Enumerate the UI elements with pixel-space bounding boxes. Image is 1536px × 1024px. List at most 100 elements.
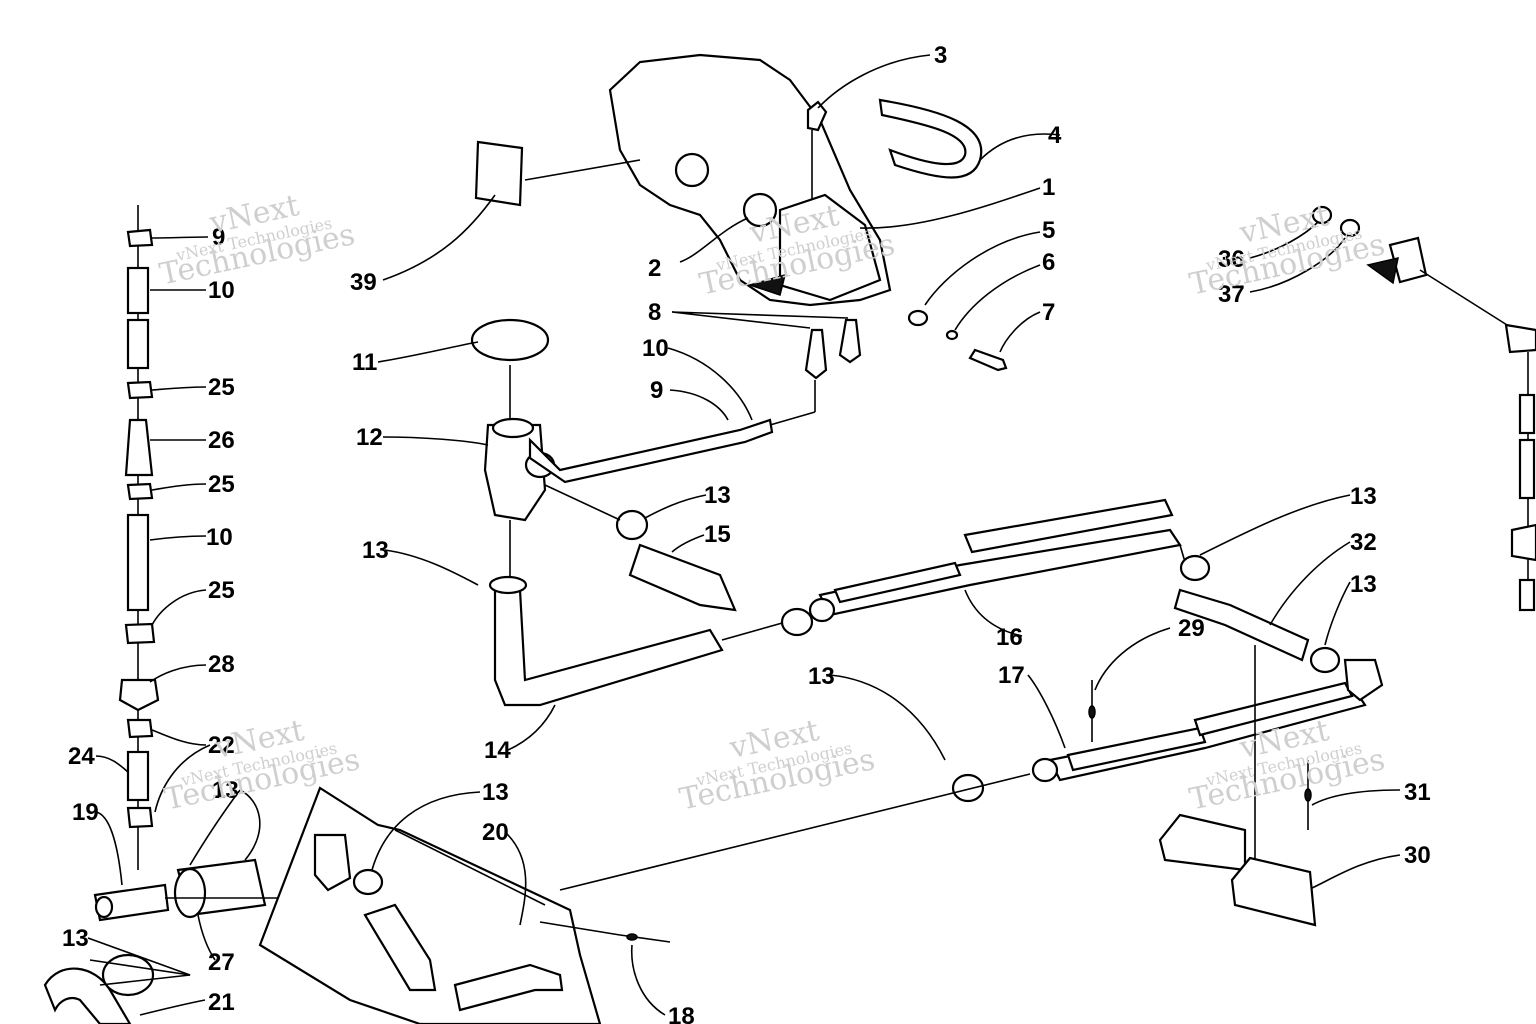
callout-37: 37 [1218, 281, 1245, 308]
callout-21: 21 [208, 989, 235, 1016]
callout-13-a: 13 [704, 482, 731, 509]
hose-21 [43, 967, 132, 1024]
callout-1: 1 [1042, 174, 1055, 201]
hose-20a [313, 833, 352, 892]
engine-port-2 [742, 192, 778, 228]
coupler-hose-15 [628, 543, 737, 612]
callout-2: 2 [648, 255, 661, 282]
clamp-9 [126, 228, 154, 248]
valve-26 [124, 418, 154, 477]
hose-clamp-17 [951, 773, 985, 803]
callout-13-b: 13 [362, 537, 389, 564]
callout-19: 19 [72, 799, 99, 826]
clamp-25c [124, 622, 156, 645]
callout-22: 22 [208, 732, 235, 759]
coupler-hose-32 [1173, 588, 1310, 662]
engine-port-1 [674, 152, 710, 188]
callout-27: 27 [208, 949, 235, 976]
watermark-top-left: vNext Technologies vNext Technologies [156, 188, 357, 293]
elbow-hose-14 [493, 588, 724, 707]
hose-clamp-32a [1179, 554, 1211, 582]
bypass-u-hose [878, 98, 983, 179]
callout-32: 32 [1350, 529, 1377, 556]
side-hose-a [1518, 393, 1536, 435]
mount-bracket-30b [1230, 856, 1317, 927]
callout-labels: 3 4 1 5 6 7 2 8 10 9 39 11 12 13 15 13 1… [62, 42, 1431, 1024]
watermark-mid-right: vNext Technologies vNext Technologies [1186, 713, 1387, 818]
gasket [474, 140, 524, 207]
mount-bracket-30a [1158, 813, 1247, 872]
callout-16: 16 [996, 624, 1023, 651]
hose-clamp-32b [1309, 646, 1341, 674]
side-hose-c [1518, 578, 1536, 612]
callout-4: 4 [1048, 122, 1062, 149]
callout-13-c: 13 [808, 663, 835, 690]
callout-12: 12 [356, 424, 383, 451]
hose-clamp-15 [615, 509, 649, 541]
callout-13-g: 13 [482, 779, 509, 806]
callout-25-c: 25 [208, 577, 235, 604]
hose-clamp-16 [780, 607, 814, 637]
side-valve [1510, 523, 1536, 562]
nut-36 [1311, 205, 1333, 225]
callout-7: 7 [1042, 299, 1055, 326]
washer-6 [945, 329, 959, 341]
callout-18: 18 [668, 1003, 695, 1024]
overflow-hose [528, 418, 774, 484]
washer-5 [907, 309, 929, 327]
callout-5: 5 [1042, 217, 1055, 244]
hose-clamp-27 [173, 867, 207, 919]
clamp-25a [126, 380, 154, 400]
housing-arrow [747, 273, 787, 296]
callout-26: 26 [208, 427, 235, 454]
heat-exchanger-16-inlet [808, 597, 836, 623]
callout-9-top: 9 [650, 377, 663, 404]
hose-20b [363, 903, 437, 992]
hose-fitting-a [804, 328, 828, 380]
parts [43, 53, 1536, 1024]
hose-clamp-14 [488, 575, 528, 595]
callout-36: 36 [1218, 246, 1245, 273]
hose-10a [126, 266, 150, 315]
elbow-hose-32 [1343, 658, 1384, 702]
watermark-mid-center: vNext Technologies vNext Technologies [676, 713, 877, 818]
callout-10-top: 10 [642, 335, 669, 362]
fitting-28 [118, 678, 160, 712]
heat-exchanger-17-inlet [1031, 757, 1059, 783]
side-arrow [1366, 257, 1399, 285]
callout-25-b: 25 [208, 471, 235, 498]
callout-8: 8 [648, 299, 661, 326]
callout-9-left: 9 [212, 224, 225, 251]
hose-10b [126, 318, 150, 370]
callout-13-h: 13 [62, 925, 89, 952]
hose-20c [453, 963, 564, 1012]
callout-30: 30 [1404, 842, 1431, 869]
side-bracket [1388, 236, 1428, 284]
hose-clamp-21 [101, 953, 155, 997]
callout-24: 24 [68, 743, 95, 770]
callout-20: 20 [482, 819, 509, 846]
clamp-24 [126, 806, 154, 829]
callout-15: 15 [704, 521, 731, 548]
callout-28: 28 [208, 651, 235, 678]
clamp-22 [126, 718, 154, 739]
watermark-top-right: vNext Technologies vNext Technologies [1186, 198, 1387, 303]
callout-25-a: 25 [208, 374, 235, 401]
callout-10-left-b: 10 [206, 524, 233, 551]
hose-clamp-20 [352, 868, 384, 896]
hose-10c [126, 513, 150, 612]
callout-11: 11 [352, 349, 377, 376]
hose-fitting-b [838, 318, 862, 364]
callout-29: 29 [1178, 615, 1205, 642]
callout-17: 17 [998, 662, 1025, 689]
bolt-7 [968, 348, 1008, 372]
washer-37 [1339, 218, 1361, 238]
side-hose-b [1518, 438, 1536, 500]
side-fitting [1504, 323, 1536, 354]
callout-6: 6 [1042, 249, 1055, 276]
callout-39: 39 [350, 269, 377, 296]
clamp-25b [126, 482, 154, 501]
callout-31: 31 [1404, 779, 1431, 806]
callout-13-d: 13 [1350, 483, 1377, 510]
